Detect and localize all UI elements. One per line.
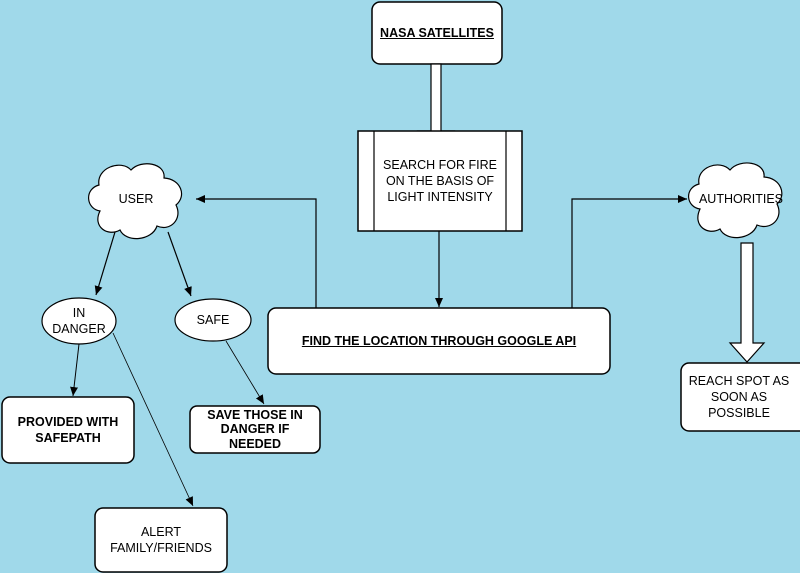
safe-ellipse [174,298,252,342]
user-label: USER [118,191,154,206]
nasa-satellites-label: NASA SATELLITES [380,25,494,40]
save-those-box [189,405,321,454]
arrow-user-to-safe [167,231,192,297]
arrow-user-to-in-danger [94,231,116,296]
reach-spot-box [680,362,800,432]
alert-label: ALERT FAMILY/FRIENDS [110,524,212,555]
find-location-box [267,307,611,375]
authorities-label: AUTHORITIES [698,191,784,206]
user-cloud [88,163,183,240]
save-those-label: SAVE THOSE IN DANGER IF NEEDED [207,407,303,451]
arrow-find-to-user [196,195,317,308]
arrow-safe-to-save-those [225,340,265,405]
safepath-label: PROVIDED WITH SAFEPATH [17,414,119,445]
block-arrow-authorities-to-reach [728,242,766,363]
search-process-box [357,130,523,232]
safepath-box [1,396,135,464]
alert-box [94,507,228,573]
arrow-find-to-authorities [571,195,687,308]
authorities-cloud [688,162,783,239]
search-label: SEARCH FOR FIRE ON THE BASIS OF LIGHT IN… [383,157,497,205]
in-danger-label: IN DANGER [52,305,106,336]
arrow-in-danger-to-alert [112,332,194,507]
find-location-label: FIND THE LOCATION THROUGH GOOGLE API [301,333,577,348]
arrow-in-danger-to-safepath [70,343,80,397]
safe-label: SAFE [196,312,230,327]
reach-spot-label: REACH SPOT AS SOON AS POSSIBLE [688,373,790,421]
